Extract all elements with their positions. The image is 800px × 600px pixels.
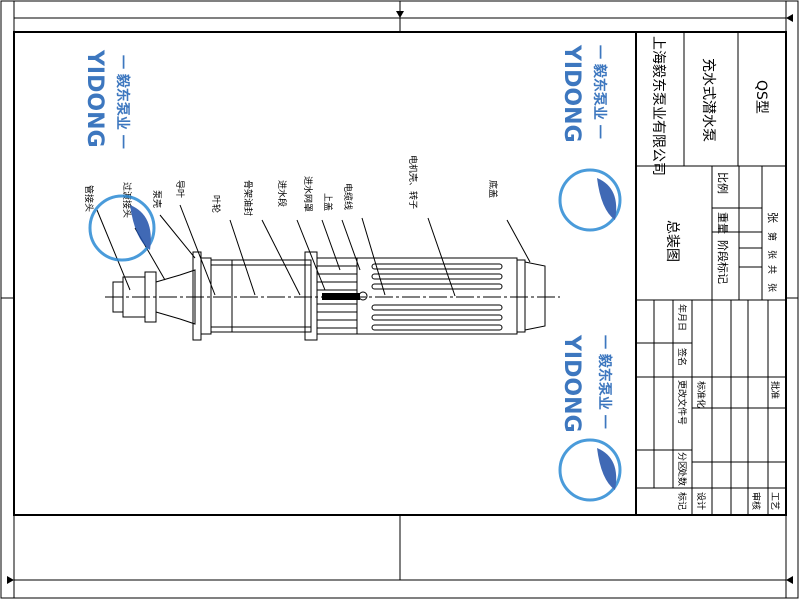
- sheet-no: 第 张: [766, 232, 778, 259]
- review-label: 审核: [750, 492, 762, 510]
- label-cable: 电缆线: [342, 183, 354, 210]
- drawing-name: 总装图: [664, 220, 680, 262]
- rev-header-sign: 签名: [676, 348, 688, 366]
- process-label: 工艺: [769, 492, 780, 510]
- label-top-cover: 上盖: [322, 193, 334, 211]
- label-transition-joint: 过渡接头: [121, 182, 133, 218]
- motor-fins: [371, 263, 503, 331]
- sheet-label: 张: [766, 212, 779, 223]
- part-labels: 管接头 过渡接头 泵壳 导叶 叶轮 骨架油封 进水段 进水网罩 上盖 电缆线 电…: [83, 155, 531, 297]
- rev-header-doc: 更改文件号: [676, 380, 688, 425]
- model-name: QS型: [753, 80, 769, 114]
- label-bottom-cover: 底盖: [487, 180, 499, 198]
- label-intake-screen: 进水网罩: [302, 176, 314, 212]
- company-name: 上海毅东泵业有限公司: [650, 36, 667, 176]
- label-intake-section: 进水段: [276, 180, 288, 207]
- sheet-total: 共 张: [766, 265, 777, 292]
- rev-header-mark: 标记: [676, 492, 688, 510]
- label-guide-vane: 导叶: [174, 180, 185, 198]
- label-pump-casing: 泵壳: [151, 190, 163, 208]
- product-name: 充水式潜水泵: [700, 58, 716, 142]
- svg-text:一 毅东泵业 一: 一 毅东泵业 一: [114, 55, 131, 149]
- weight-label: 重量: [716, 212, 730, 234]
- svg-text:YIDONG: YIDONG: [559, 334, 584, 433]
- svg-text:一 毅东泵业 一: 一 毅东泵业 一: [596, 335, 613, 429]
- intake-screen-lines: [317, 265, 357, 329]
- rev-header-date: 年月日: [676, 304, 688, 331]
- label-impeller: 叶轮: [210, 195, 222, 213]
- svg-text:YIDONG: YIDONG: [82, 49, 107, 148]
- scale-label: 比例: [716, 172, 730, 194]
- rev-header-count: 处数: [676, 468, 688, 486]
- watermark-logo: YIDONG 一 毅东泵业 一 YIDONG 一 毅东泵业 一 YIDONG 一…: [82, 44, 622, 502]
- standardize-label: 标准化: [695, 381, 707, 408]
- rev-header-zone: 分区: [676, 452, 687, 470]
- label-pipe-joint: 管接头: [83, 185, 95, 212]
- title-block: 上海毅东泵业有限公司 充水式潜水泵 QS型 总装图 比例 重量 阶段标记 张 第…: [635, 32, 786, 515]
- approve-label: 批准: [769, 381, 781, 399]
- design-label: 设计: [695, 492, 707, 510]
- stage-mark-label: 阶段标记: [716, 240, 730, 284]
- svg-text:一 毅东泵业 一: 一 毅东泵业 一: [591, 45, 608, 139]
- svg-text:YIDONG: YIDONG: [559, 44, 584, 143]
- label-motor-housing-rotor: 电机壳、转子: [407, 155, 419, 209]
- label-oil-seal: 骨架油封: [242, 180, 254, 216]
- pump-assembly: [105, 251, 560, 341]
